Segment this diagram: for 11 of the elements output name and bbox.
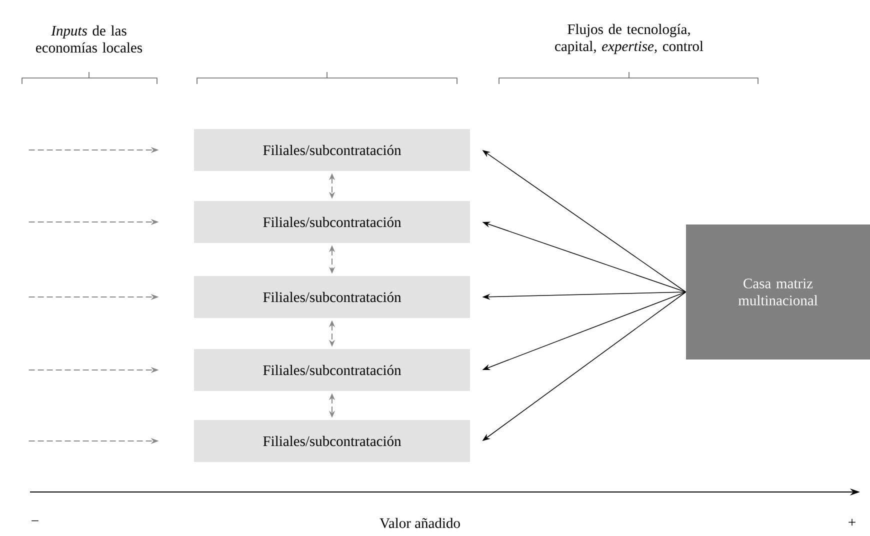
axis-end-label: + [848, 518, 856, 526]
subsidiary-box: Filiales/subcontratación [194, 349, 470, 391]
subsidiary-box: Filiales/subcontratación [194, 276, 470, 318]
axis-label: Valor añadido [380, 518, 460, 528]
axis-end-label: − [32, 520, 38, 522]
subsidiary-box: Filiales/subcontratación [194, 201, 470, 243]
heading-text: Flujos de tecnología, capital, expertise, control [555, 24, 704, 54]
headquarters-box: Casa matriz multinacional [686, 224, 870, 360]
subsidiary-box: Filiales/subcontratación [194, 420, 470, 462]
subsidiary-box: Filiales/subcontratación [194, 129, 470, 171]
heading-text: Inputs de las economías locales [36, 25, 142, 53]
